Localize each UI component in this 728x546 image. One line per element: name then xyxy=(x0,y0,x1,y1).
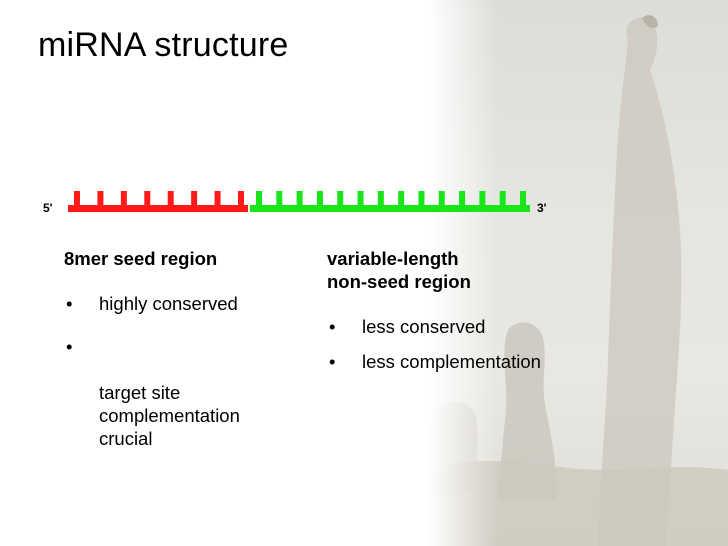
seed-region-heading: 8mer seed region xyxy=(64,248,218,269)
bullet-glyph: • xyxy=(329,351,336,372)
non-seed-region-column: variable-length non-seed region • less c… xyxy=(327,247,617,373)
bullet-glyph: • xyxy=(66,293,73,314)
list-item: • highly conserved xyxy=(64,292,294,315)
photo-edge-fade xyxy=(428,0,498,546)
nucleotide-tooth xyxy=(459,191,466,207)
nucleotide-tooth xyxy=(357,191,364,207)
three-prime-label: 3' xyxy=(537,201,547,215)
nucleotide-tooth xyxy=(97,191,104,207)
nucleotide-tooth xyxy=(74,191,80,207)
nucleotide-tooth xyxy=(191,191,198,207)
nucleotide-tooth xyxy=(377,191,384,207)
nucleotide-tooth xyxy=(238,191,244,207)
nucleotide-tooth xyxy=(418,191,425,207)
slide-title: miRNA structure xyxy=(38,26,289,64)
nucleotide-tooth xyxy=(167,191,174,207)
nucleotide-tooth xyxy=(144,191,151,207)
nucleotide-tooth xyxy=(256,191,262,207)
nucleotide-tooth xyxy=(438,191,445,207)
mirna-strand-diagram xyxy=(68,191,530,212)
seed-region-column: 8mer seed region • highly conserved • ta… xyxy=(64,247,294,450)
bullet-glyph: • xyxy=(329,316,336,337)
nucleotide-tooth xyxy=(276,191,283,207)
non-seed-region-heading: variable-length non-seed region xyxy=(327,248,471,292)
five-prime-label: 5' xyxy=(43,201,53,215)
nucleotide-tooth xyxy=(316,191,323,207)
non-seed-region-nucleotides xyxy=(256,191,526,207)
bullet-text: less conserved xyxy=(362,316,486,337)
nucleotide-tooth xyxy=(398,191,405,207)
bullet-glyph: • xyxy=(66,336,73,357)
non-seed-region-backbone xyxy=(250,205,530,212)
seed-region-nucleotides xyxy=(74,191,244,207)
list-item: • target site complementation crucial xyxy=(64,335,294,450)
bullet-text: highly conserved xyxy=(99,293,238,314)
list-item: • less conserved xyxy=(327,315,617,338)
nucleotide-tooth xyxy=(479,191,486,207)
seed-region-backbone xyxy=(68,205,248,212)
nucleotide-tooth xyxy=(499,191,506,207)
bullet-text: less complementation xyxy=(362,351,541,372)
nucleotide-tooth xyxy=(296,191,303,207)
nucleotide-tooth xyxy=(337,191,344,207)
bullet-text: target site complementation crucial xyxy=(99,382,240,449)
nucleotide-tooth xyxy=(520,191,526,207)
list-item: • less complementation xyxy=(327,350,617,373)
nucleotide-tooth xyxy=(120,191,127,207)
meerkats-photo xyxy=(428,15,728,546)
nucleotide-tooth xyxy=(214,191,221,207)
